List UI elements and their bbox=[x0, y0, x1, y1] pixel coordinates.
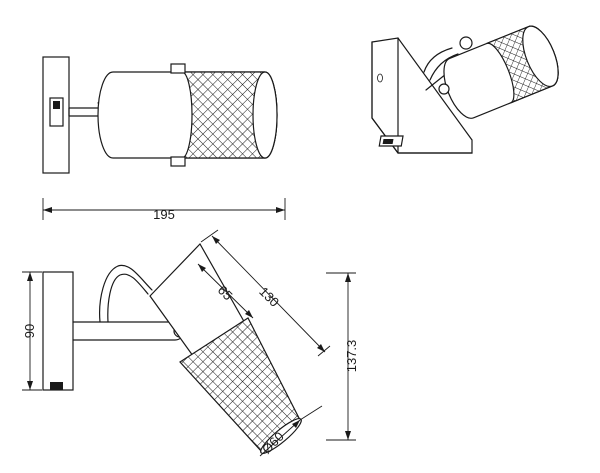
perspective-bracket bbox=[423, 47, 453, 73]
switch-icon bbox=[53, 101, 60, 109]
dimension-depth: 137.3 bbox=[326, 272, 359, 441]
side-switch bbox=[50, 382, 63, 390]
side-arm bbox=[72, 321, 185, 341]
dimension-height: 90 bbox=[22, 271, 42, 391]
dimension-width: 195 bbox=[42, 198, 286, 222]
perspective-knob bbox=[459, 36, 473, 50]
lens-end bbox=[252, 71, 278, 159]
dimension-width-label: 195 bbox=[153, 207, 175, 222]
pivot-knob-top bbox=[170, 63, 186, 74]
side-view bbox=[42, 243, 302, 454]
dimension-body-label: 130 bbox=[256, 284, 282, 310]
front-view bbox=[42, 56, 278, 174]
screw-hole bbox=[377, 73, 383, 83]
pivot-knob-bottom bbox=[170, 156, 186, 167]
perspective-view bbox=[371, 25, 559, 154]
dimension-height-label: 90 bbox=[22, 324, 37, 338]
side-wall-plate bbox=[42, 271, 74, 391]
dimension-depth-label: 137.3 bbox=[344, 340, 359, 373]
side-cable bbox=[99, 264, 153, 323]
arm bbox=[68, 107, 100, 117]
perspective-lens bbox=[522, 25, 559, 88]
